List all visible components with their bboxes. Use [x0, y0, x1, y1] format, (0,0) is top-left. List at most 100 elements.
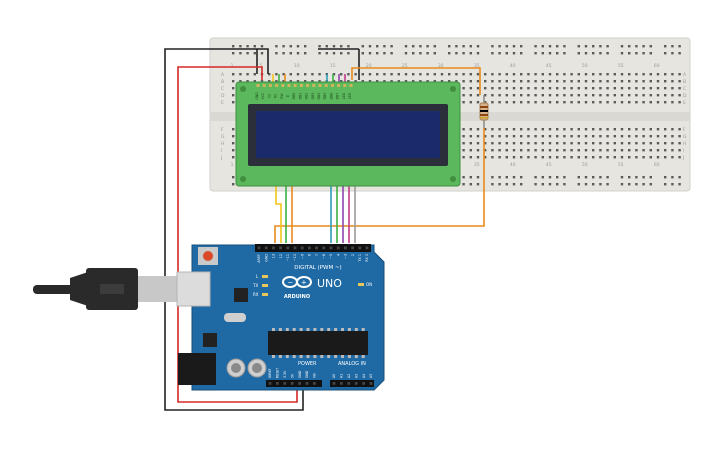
digital-pin[interactable] [279, 246, 282, 250]
chip-pin [354, 328, 358, 331]
wire-orange-backlight[interactable] [351, 67, 481, 95]
digital-pin[interactable] [264, 246, 268, 250]
power-pin[interactable] [305, 382, 309, 385]
wire-red-5v[interactable] [177, 66, 298, 403]
breadboard-hole [469, 45, 472, 48]
breadboard-hole [426, 80, 429, 83]
breadboard-hole [426, 52, 429, 55]
breadboard-hole [541, 94, 544, 97]
digital-pin[interactable] [329, 246, 333, 250]
arduino-logo: − + [282, 276, 312, 288]
breadboard-hole [484, 87, 487, 90]
breadboard-hole [664, 45, 667, 48]
analog-pin[interactable] [369, 382, 373, 385]
breadboard-hole [577, 52, 580, 55]
breadboard-hole [340, 45, 343, 48]
breadboard-hole [232, 45, 235, 48]
usb-cable-cord [33, 285, 73, 294]
breadboard-hole [592, 135, 595, 138]
digital-pin[interactable] [257, 246, 261, 250]
breadboard-hole [448, 52, 451, 55]
digital-pin[interactable] [322, 246, 326, 250]
breadboard-hole [368, 45, 372, 48]
breadboard-column-label: 30 [438, 63, 444, 69]
digital-pin[interactable] [315, 246, 318, 250]
breadboard-hole [628, 176, 631, 179]
power-pin[interactable] [313, 382, 316, 385]
arduino-board [191, 244, 385, 391]
breadboard-hole [512, 45, 516, 48]
breadboard-hole [246, 45, 249, 48]
breadboard-hole [498, 135, 501, 138]
breadboard-hole [498, 128, 501, 131]
breadboard-hole [527, 156, 530, 159]
breadboard-hole [649, 183, 652, 186]
power-pin[interactable] [290, 382, 294, 385]
digital-pin[interactable] [286, 246, 290, 250]
breadboard-hole [584, 80, 588, 83]
analog-label: ANALOG IN [338, 361, 366, 367]
resistor[interactable] [479, 95, 489, 128]
analog-pin[interactable] [347, 382, 351, 385]
breadboard-hole [512, 176, 516, 179]
digital-pin[interactable] [358, 246, 362, 250]
power-pin[interactable] [283, 382, 287, 385]
digital-pin[interactable] [344, 246, 347, 250]
digital-pin[interactable] [308, 246, 311, 250]
analog-pin[interactable] [354, 382, 358, 385]
breadboard-hole [469, 52, 472, 55]
breadboard-hole [505, 52, 508, 55]
chip-pin [313, 355, 317, 358]
wire-orange-pin12[interactable] [274, 128, 485, 243]
usb-metal-shell [138, 276, 178, 302]
breadboard-hole [347, 52, 350, 55]
breadboard-hole [534, 183, 537, 186]
digital-pin[interactable] [351, 246, 354, 250]
breadboard-hole [613, 101, 616, 104]
breadboard-hole [592, 101, 595, 104]
breadboard-hole [520, 101, 523, 104]
digital-pin[interactable] [336, 246, 340, 250]
analog-pin[interactable] [332, 382, 336, 385]
breadboard-hole [613, 149, 616, 152]
reset-button[interactable] [203, 251, 213, 261]
breadboard-hole [512, 80, 516, 83]
wire-black-gnd[interactable] [164, 48, 304, 411]
breadboard-hole [592, 128, 595, 131]
power-pin[interactable] [276, 382, 279, 385]
svg-text:+: + [301, 279, 307, 287]
lcd-pin-label: LED [342, 92, 346, 99]
breadboard-hole [462, 73, 465, 76]
breadboard-column-label: 5 [259, 63, 262, 69]
breadboard-hole [642, 183, 645, 186]
breadboard-hole [563, 156, 566, 159]
digital-pin[interactable] [300, 246, 304, 250]
digital-pin-label: ~3 [344, 254, 348, 259]
breadboard-hole [332, 52, 336, 55]
digital-pin-label: 13 [272, 254, 276, 258]
chip-pin [341, 355, 344, 358]
wire-yellow[interactable] [275, 186, 282, 243]
breadboard-hole [563, 45, 566, 48]
breadboard-hole [527, 87, 530, 90]
breadboard-hole [671, 142, 674, 145]
analog-pin[interactable] [362, 382, 365, 385]
breadboard-hole [656, 80, 660, 83]
breadboard-column-label: 55 [618, 162, 624, 168]
breadboard-hole [361, 52, 364, 55]
analog-pin[interactable] [340, 382, 343, 385]
digital-pin[interactable] [272, 246, 275, 250]
power-pin[interactable] [298, 382, 301, 385]
lcd-pin-label: VCC [261, 92, 265, 99]
breadboard-hole [592, 183, 595, 186]
breadboard-hole [599, 183, 602, 186]
power-pin[interactable] [268, 382, 272, 385]
breadboard-hole [584, 45, 588, 48]
digital-pin[interactable] [365, 246, 369, 250]
digital-pin[interactable] [293, 246, 297, 250]
breadboard-hole [563, 135, 566, 138]
breadboard-hole [282, 45, 285, 48]
breadboard-hole [548, 80, 552, 83]
